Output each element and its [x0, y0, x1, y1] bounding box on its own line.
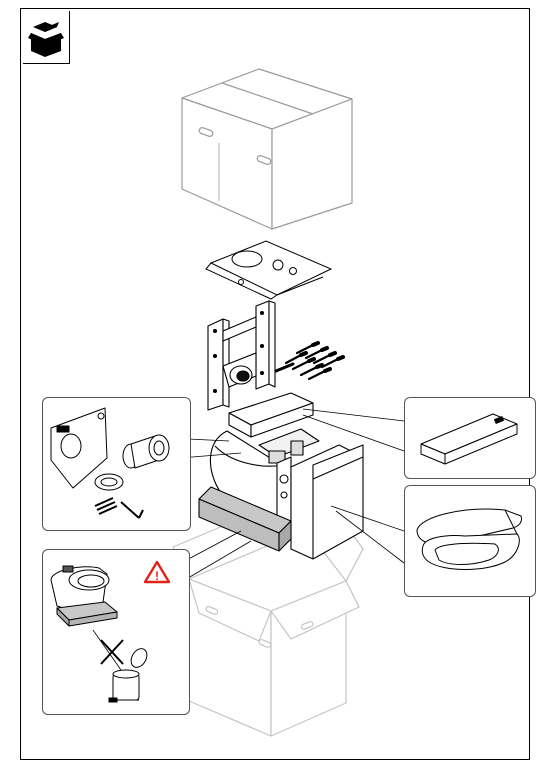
toilet-seat-illustration — [405, 486, 535, 596]
warning-triangle-icon: ! — [145, 562, 169, 583]
bolts-set — [276, 343, 343, 379]
parts-illustration — [43, 398, 190, 530]
control-box-panel — [404, 397, 536, 479]
mounting-frame — [208, 301, 275, 410]
control-box-illustration — [405, 398, 535, 478]
warning-illustration: ! — [43, 550, 189, 714]
mounting-template — [206, 241, 331, 299]
toilet-seat-panel — [404, 485, 536, 597]
parts-panel — [42, 397, 191, 531]
svg-text:!: ! — [155, 569, 159, 583]
warning-panel: ! — [42, 549, 190, 715]
closed-carton — [182, 69, 352, 229]
manual-page: ! — [20, 8, 530, 760]
open-carton — [173, 515, 363, 736]
unpack-box-icon — [23, 11, 69, 63]
header-icon-box — [23, 11, 70, 64]
